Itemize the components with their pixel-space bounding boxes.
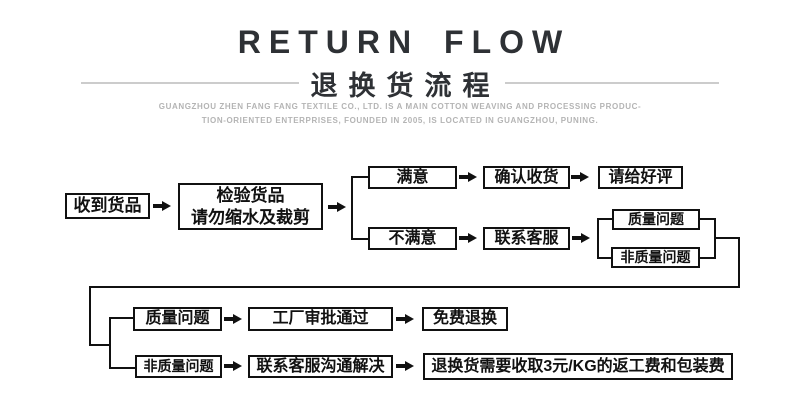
arrow-confirm-to-review-icon	[571, 172, 589, 182]
connector-right-down-vertical	[738, 237, 740, 288]
node-inspect-goods-label-line2: 请勿缩水及裁剪	[191, 207, 310, 227]
connector-bracket-stub-top	[109, 317, 133, 319]
node-quality-issue-2: 质量问题	[133, 307, 222, 331]
node-non-quality-issue-2: 非质量问题	[135, 355, 222, 378]
connector-right-mid-horizontal	[714, 237, 740, 239]
node-quality-issue-label: 质量问题	[628, 210, 684, 227]
connector-branch1-stub-bottom	[351, 238, 369, 240]
node-fee-notice: 退换货需要收取3元/KG的返工费和包装费	[423, 353, 733, 380]
node-inspect-goods-label-line1: 检验货品	[216, 186, 285, 206]
connector-branch2-stub-bottom	[597, 257, 612, 259]
arrow-factory-to-free-icon	[396, 314, 414, 324]
node-factory-approval: 工厂审批通过	[248, 307, 393, 331]
subtitle-rule-left	[81, 82, 299, 84]
node-factory-approval-label: 工厂审批通过	[272, 310, 369, 327]
connector-branch2-vertical	[597, 218, 599, 259]
subtitle-rule-right	[505, 82, 719, 84]
node-contact-service-label: 联系客服	[494, 229, 559, 247]
arrow-nonquality-to-resolve-icon	[224, 361, 242, 371]
connector-left-down-vertical	[89, 286, 91, 346]
node-unsatisfied-label: 不满意	[388, 229, 437, 247]
connector-long-horizontal	[89, 286, 740, 288]
node-satisfied: 满意	[368, 166, 457, 189]
node-satisfied-label: 满意	[396, 168, 429, 186]
node-receive-goods-label: 收到货品	[73, 196, 142, 216]
node-non-quality-issue: 非质量问题	[611, 247, 700, 268]
node-good-review-label: 请给好评	[608, 168, 673, 186]
node-fee-notice-label: 退换货需要收取3元/KG的返工费和包装费	[431, 357, 725, 375]
connector-left-into-bracket	[89, 344, 111, 346]
arrow-unsatisfied-to-contact-icon	[459, 233, 477, 243]
node-unsatisfied: 不满意	[368, 227, 457, 250]
arrow-receive-to-inspect-icon	[153, 201, 171, 211]
connector-branch1-vertical	[351, 176, 353, 240]
node-non-quality-issue-2-label: 非质量问题	[143, 357, 214, 374]
node-inspect-goods: 检验货品 请勿缩水及裁剪	[178, 183, 323, 230]
node-confirm-receipt: 确认收货	[483, 166, 570, 189]
node-receive-goods: 收到货品	[65, 193, 150, 219]
arrow-inspect-to-branch-icon	[328, 202, 346, 212]
node-quality-issue-2-label: 质量问题	[145, 310, 210, 327]
arrow-satisfied-to-confirm-icon	[459, 172, 477, 182]
company-description-line2: TION-ORIENTED ENTERPRISES, FOUNDED IN 20…	[201, 116, 599, 125]
node-non-quality-issue-label: 非质量问题	[620, 248, 691, 265]
node-contact-resolve-label: 联系客服沟通解决	[256, 357, 385, 375]
company-description-line1: GUANGZHOU ZHEN FANG FANG TEXTILE CO., LT…	[158, 102, 642, 111]
node-free-exchange: 免费退换	[422, 307, 508, 331]
connector-branch2-stub-top	[597, 218, 613, 220]
node-free-exchange-label: 免费退换	[432, 310, 497, 327]
connector-right-stub-nonquality	[699, 257, 716, 259]
connector-bracket-stub-bottom	[109, 367, 137, 369]
arrow-resolve-to-fee-icon	[396, 361, 414, 371]
connector-branch1-stub-top	[351, 176, 369, 178]
page-subtitle: 退换货流程	[310, 71, 501, 101]
node-contact-resolve: 联系客服沟通解决	[248, 355, 393, 378]
page-title: RETURN FLOW	[237, 24, 571, 60]
node-good-review: 请给好评	[598, 166, 683, 189]
arrow-quality-to-factory-icon	[224, 314, 242, 324]
node-contact-service: 联系客服	[483, 227, 570, 250]
node-quality-issue: 质量问题	[612, 209, 700, 230]
connector-bracket-vertical	[109, 317, 111, 369]
connector-right-stub-quality	[699, 218, 716, 220]
node-confirm-receipt-label: 确认收货	[494, 168, 559, 186]
arrow-contact-to-branch-icon	[572, 233, 590, 243]
